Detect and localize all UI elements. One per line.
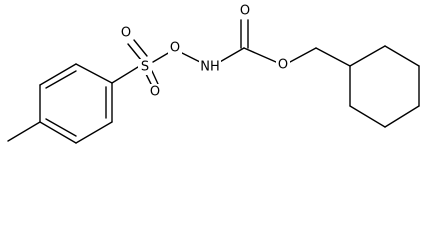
atom-carbonyl-oxygen: O xyxy=(238,3,252,19)
carbon-oxygen-bond xyxy=(243,47,277,63)
atom-label: NH xyxy=(200,60,220,75)
atom-ester-oxygen: O xyxy=(276,57,290,73)
molecule-drawing: O S O O NH O O xyxy=(7,3,420,144)
ring-bond xyxy=(384,105,420,128)
ring-bond xyxy=(349,105,386,128)
methylene-ring-bond xyxy=(315,47,351,67)
ring-double-bond xyxy=(45,118,77,137)
toluene-ring xyxy=(39,63,113,144)
ring-bond xyxy=(39,63,77,86)
atom-label: O xyxy=(278,58,288,73)
ring-bond xyxy=(75,121,113,144)
sulfur-oxygen-bond xyxy=(152,51,171,63)
atom-label: O xyxy=(150,85,160,100)
sulfonyl-double-bond-top xyxy=(127,43,142,61)
atom-sulfonyl-oxygen-top: O xyxy=(119,25,133,41)
nitrogen-carbon-bond xyxy=(217,47,245,64)
sulfonyl-double-bond-top xyxy=(133,39,148,57)
ring-bond xyxy=(349,45,386,67)
ring-bond xyxy=(75,63,113,84)
sulfonyl-double-bond-bottom xyxy=(151,70,159,85)
atom-label: S xyxy=(141,60,149,75)
ring-sulfur-bond xyxy=(111,66,139,84)
oxygen-methylene-bond xyxy=(289,47,317,63)
atom-bridge-oxygen: O xyxy=(168,40,182,56)
cyclohexane-ring xyxy=(349,45,420,128)
atom-label: O xyxy=(240,4,250,19)
atom-label: O xyxy=(121,26,131,41)
ring-double-bond xyxy=(45,70,77,89)
ring-bond xyxy=(384,45,420,67)
atom-amine: NH xyxy=(199,59,221,75)
atom-label: O xyxy=(170,41,180,56)
structure-diagram: O S O O NH O O xyxy=(7,3,420,144)
atom-sulfur: S xyxy=(138,59,152,75)
methyl-bond xyxy=(7,121,41,142)
oxygen-nitrogen-bond xyxy=(179,51,203,64)
atom-sulfonyl-oxygen-bottom: O xyxy=(148,84,162,100)
ring-bond xyxy=(39,121,77,144)
